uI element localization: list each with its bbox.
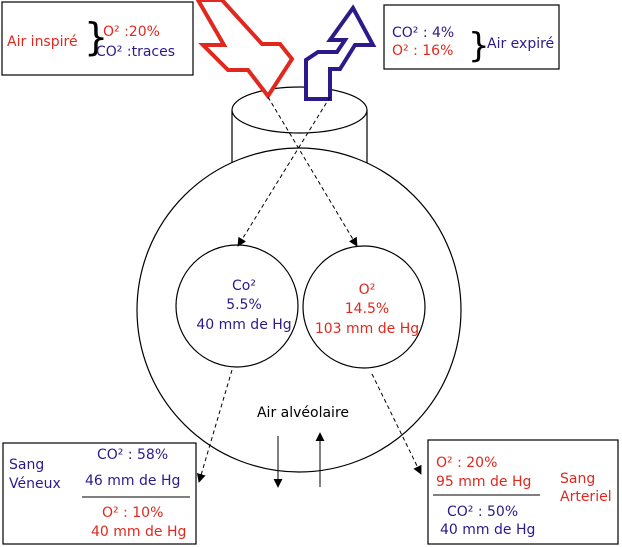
venous-label-line2: Véneux bbox=[9, 476, 61, 492]
expired-o2: O² : 16% bbox=[392, 43, 453, 59]
co2-bubble-percent: 5.5% bbox=[226, 297, 262, 313]
expired-air-label: Air expiré bbox=[487, 36, 554, 52]
expired-brace: } bbox=[468, 26, 490, 66]
inspired-air-box: Air inspiré } O² :20% CO² :traces bbox=[1, 1, 194, 76]
venous-blood-box: Sang Véneux CO² : 58% 46 mm de Hg O² : 1… bbox=[2, 442, 197, 545]
dashed-arrow-to-arterial bbox=[371, 373, 422, 475]
alveolar-air-label: Air alvéolaire bbox=[257, 405, 349, 421]
expired-co2: CO² : 4% bbox=[392, 25, 454, 41]
arterial-blood-box: O² : 20% 95 mm de Hg Sang Arteriel CO² :… bbox=[427, 439, 619, 545]
venous-co2-pressure: 46 mm de Hg bbox=[85, 473, 180, 489]
airway-cylinder bbox=[231, 86, 368, 180]
expiration-arrow-icon bbox=[304, 4, 377, 101]
o2-bubble-pressure: 103 mm de Hg bbox=[315, 321, 419, 337]
dashed-arrow-to-venous bbox=[196, 369, 233, 483]
o2-bubble-circle bbox=[302, 245, 426, 369]
arterial-co2-pressure: 40 mm de Hg bbox=[440, 522, 535, 538]
expired-air-box: CO² : 4% O² : 16% } Air expiré bbox=[383, 4, 560, 70]
venous-o2-pressure: 40 mm de Hg bbox=[91, 524, 186, 540]
venous-co2-percent: CO² : 58% bbox=[97, 447, 168, 463]
co2-bubble-name: Co² bbox=[232, 278, 256, 294]
arterial-label-line2: Arteriel bbox=[560, 489, 612, 505]
inspired-co2: CO² :traces bbox=[96, 44, 175, 60]
inspired-o2: O² :20% bbox=[103, 24, 160, 40]
o2-bubble-name: O² bbox=[359, 282, 376, 298]
inspired-air-label: Air inspiré bbox=[7, 34, 78, 50]
venous-label-line1: Sang bbox=[9, 457, 44, 473]
arterial-o2-percent: O² : 20% bbox=[436, 455, 497, 471]
arterial-label-line1: Sang bbox=[560, 471, 595, 487]
co2-bubble-pressure: 40 mm de Hg bbox=[196, 317, 291, 333]
dashed-arrow-to-co2 bbox=[237, 96, 331, 247]
co2-bubble-circle bbox=[175, 244, 299, 368]
o2-bubble-text: O² 14.5% 103 mm de Hg bbox=[315, 282, 419, 337]
inspiration-arrow-icon bbox=[195, 0, 295, 100]
co2-bubble-text: Co² 5.5% 40 mm de Hg bbox=[196, 278, 291, 333]
o2-bubble-percent: 14.5% bbox=[345, 301, 389, 317]
dashed-arrow-to-o2 bbox=[267, 96, 358, 247]
venous-o2-percent: O² : 10% bbox=[102, 505, 163, 521]
arterial-co2-percent: CO² : 50% bbox=[447, 504, 518, 520]
inspired-brace: } bbox=[84, 15, 108, 59]
arterial-o2-pressure: 95 mm de Hg bbox=[436, 474, 531, 490]
